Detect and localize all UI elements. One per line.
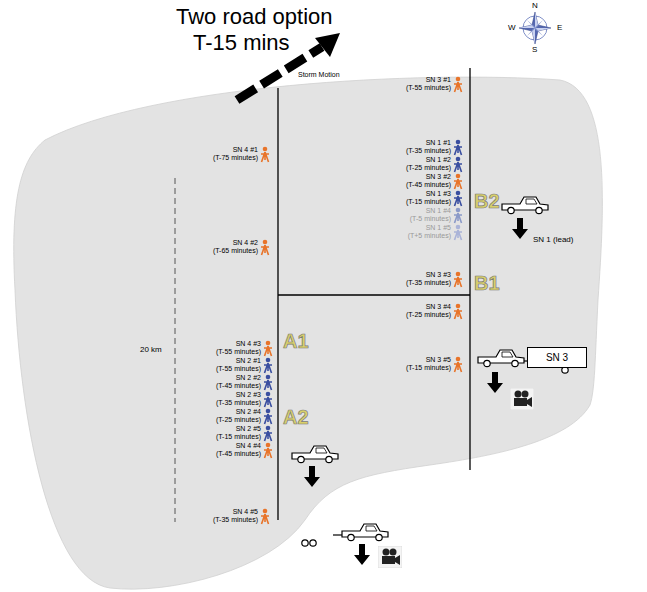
spotter-label: SN 2 #5 — [236, 425, 261, 432]
spotter-label: SN 3 #4 — [426, 303, 451, 310]
spotter-figure — [261, 147, 269, 162]
spotter-figure — [264, 341, 272, 356]
spotter-label: SN 3 #2 — [426, 173, 451, 180]
spotter-label: SN 1 #2 — [426, 156, 451, 163]
spotter-figure — [454, 357, 462, 372]
dimension-label: 20 km — [140, 346, 162, 354]
compass-letter: N — [532, 2, 538, 10]
spotter-label: (T-35 minutes) — [213, 516, 258, 523]
spotter-label: (T-15 minutes) — [406, 364, 451, 371]
spotter-label: SN 4 #4 — [236, 442, 261, 449]
spotter-label: SN 1 #5 — [426, 224, 451, 231]
scale-line — [175, 178, 176, 522]
spotter-figure — [454, 225, 462, 240]
spotter-label: SN 3 #1 — [426, 76, 451, 83]
spotter-figure — [264, 358, 272, 373]
spotter-label: (T-25 minutes) — [406, 164, 451, 171]
compass-rose — [519, 12, 551, 44]
storm-region — [14, 77, 603, 589]
spotter-figure — [264, 375, 272, 390]
position-marker: A2 — [283, 407, 309, 427]
spotter-label: (T-5 minutes) — [410, 215, 451, 222]
spotter-figure — [264, 409, 272, 424]
spotter-label: (T-15 minutes) — [216, 433, 261, 440]
position-marker: B1 — [474, 273, 500, 293]
spotter-label: SN 2 #2 — [236, 374, 261, 381]
spotter-label: SN 2 #3 — [236, 391, 261, 398]
spotter-figure — [454, 77, 462, 92]
spotter-figure — [454, 191, 462, 206]
spotter-label: SN 4 #3 — [236, 340, 261, 347]
vehicle-label: SN 1 (lead) — [533, 236, 573, 244]
spotter-figure — [454, 272, 462, 287]
vehicle — [292, 197, 568, 568]
position-marker: A1 — [283, 331, 309, 351]
spotter-figure — [264, 443, 272, 458]
compass-letter: S — [532, 46, 537, 54]
spotter-label: SN 3 #3 — [426, 271, 451, 278]
spotter-label: SN 2 #1 — [236, 357, 261, 364]
road — [278, 68, 470, 520]
subtitle: T-15 mins — [193, 32, 290, 54]
spotter-figure — [454, 304, 462, 319]
spotter-label: (T-25 minutes) — [406, 311, 451, 318]
spotter-label: (T-35 minutes) — [406, 147, 451, 154]
trailer-box: SN 3 — [527, 347, 587, 368]
spotter-figure — [454, 157, 462, 172]
title: Two road option — [176, 6, 333, 28]
trailer-label: SN 3 — [546, 353, 568, 363]
spotter-label: (T-35 minutes) — [406, 279, 451, 286]
spotter-label: (T-65 minutes) — [213, 247, 258, 254]
spotter-figure — [454, 208, 462, 223]
spotter-label: SN 2 #4 — [236, 408, 261, 415]
spotter-label: SN 1 #4 — [426, 207, 451, 214]
spotter-label: SN 1 #3 — [426, 190, 451, 197]
spotter-label: (T-45 minutes) — [216, 382, 261, 389]
spotter-figure — [454, 140, 462, 155]
spotter-label: (T-55 minutes) — [406, 84, 451, 91]
spotter-label: (T-55 minutes) — [216, 348, 261, 355]
position-marker: B2 — [474, 191, 500, 211]
spotter-label: SN 3 #5 — [426, 356, 451, 363]
spotter-label: SN 1 #1 — [426, 139, 451, 146]
spotter-label: (T-25 minutes) — [216, 416, 261, 423]
spotter-label: (T-15 minutes) — [406, 198, 451, 205]
spotter-figure — [454, 174, 462, 189]
compass-letter: W — [508, 24, 516, 32]
spotter-label: SN 4 #1 — [233, 146, 258, 153]
spotter-label: SN 4 #2 — [233, 239, 258, 246]
spotter-label: SN 4 #5 — [233, 508, 258, 515]
spotter-label: (T-35 minutes) — [216, 399, 261, 406]
spotter-figure — [264, 392, 272, 407]
spotter-figure — [261, 240, 269, 255]
spotter-label: (T-55 minutes) — [216, 365, 261, 372]
caption-label: Storm Motion — [298, 71, 340, 78]
compass-letter: E — [557, 24, 562, 32]
spotter-label: (T+5 minutes) — [408, 232, 451, 239]
spotter-label: (T-75 minutes) — [213, 154, 258, 161]
spotter-label: (T-45 minutes) — [406, 181, 451, 188]
spotter-figure — [264, 426, 272, 441]
spotter-label: (T-45 minutes) — [216, 450, 261, 457]
spotter-figure — [261, 509, 269, 524]
